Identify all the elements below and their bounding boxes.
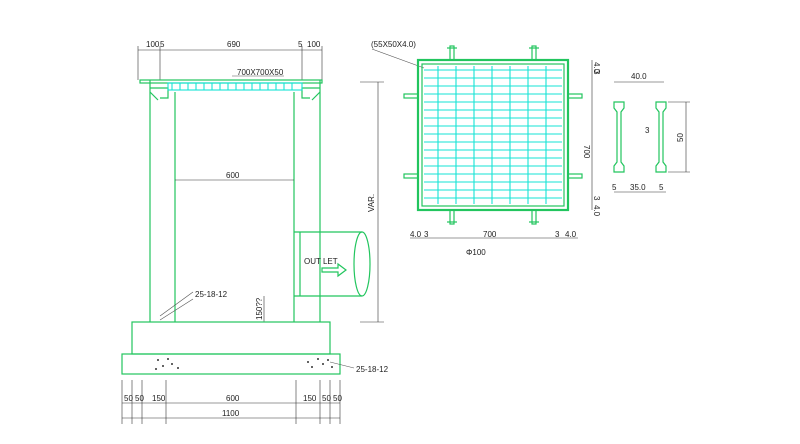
top-dim-1: 100	[146, 40, 160, 49]
bottom-dim-6: 50	[322, 394, 331, 403]
bottom-dim-2: 50	[135, 394, 144, 403]
grating-section-bars	[171, 83, 293, 90]
aggregate-dot	[307, 361, 309, 363]
bottom-dim-3: 150	[152, 394, 166, 403]
bar-bottom-dim-1: 5	[612, 183, 617, 192]
anchor-lug	[567, 173, 583, 179]
left-chamfer	[149, 91, 159, 101]
bar-profile-view: 40.0 50 3 5 35.0 5	[612, 72, 690, 193]
aggregate-dot	[311, 366, 313, 368]
bottom-dim-ticks	[121, 380, 341, 424]
flow-arrow-icon	[321, 262, 347, 278]
grating-size-label: 700X700X50	[237, 68, 284, 77]
aggregate-dot	[167, 358, 169, 360]
bar-top-width: 40.0	[631, 72, 647, 81]
anchor-lug	[403, 93, 419, 99]
right-chamfer	[311, 91, 321, 101]
bar-bottom-dim-3: 5	[659, 183, 664, 192]
bar-bottom-dim-2: 35.0	[630, 183, 646, 192]
plan-bottom-dim-1: 4.0	[410, 230, 422, 239]
bar-web-label: 3	[645, 126, 650, 135]
aggregate-dot	[331, 366, 333, 368]
outlet-pipe-end	[353, 231, 371, 297]
bar-section-left	[613, 101, 625, 173]
right-frame-angle	[301, 87, 320, 99]
aggregate-dot	[327, 359, 329, 361]
grating-mesh	[424, 66, 562, 204]
top-dim-5: 100	[307, 40, 321, 49]
anchor-lug	[403, 173, 419, 179]
frame-section-label: (55X50X4.0)	[371, 40, 416, 49]
aggregate-dot	[322, 363, 324, 365]
plan-side-dim-3: 700	[582, 145, 591, 159]
height-var-label: VAR.	[367, 194, 376, 212]
bottom-dim-7: 50	[333, 394, 342, 403]
plan-side-dim-2: 3	[592, 70, 601, 75]
bottom-dim-4: 600	[226, 394, 240, 403]
grating-frame-inner	[421, 63, 565, 207]
bottom-dim-5: 150	[303, 394, 317, 403]
anchor-lug	[531, 209, 537, 225]
plan-view: (55X50X4.0) 4.0 3 700 3 4.0 4.0 3 700 3 …	[371, 40, 601, 257]
aggregate-dot	[155, 368, 157, 370]
anchor-diameter-label: Φ100	[466, 248, 486, 257]
anchor-lug	[449, 209, 455, 225]
concrete-aggregate	[155, 358, 333, 370]
aggregate-dot	[162, 365, 164, 367]
bar-section-right	[655, 101, 667, 173]
rebar-label-wall: 25-18-12	[195, 290, 228, 299]
total-width-label: 1100	[222, 409, 240, 418]
grating-section	[167, 82, 303, 91]
plan-side-dim-4: 3	[592, 196, 601, 201]
anchor-lug	[531, 45, 537, 61]
leader-line	[371, 48, 425, 69]
base-footing	[131, 321, 331, 355]
aggregate-dot	[177, 367, 179, 369]
aggregate-dot	[157, 359, 159, 361]
anchor-lug	[449, 45, 455, 61]
outlet-label: OUT LET	[304, 257, 338, 266]
inner-width-label: 600	[226, 171, 240, 180]
plan-bottom-dim-3: 700	[483, 230, 497, 239]
plan-side-dim-1: 4.0	[592, 62, 601, 74]
bar-height-label: 50	[676, 133, 685, 142]
grating-frame	[416, 58, 570, 212]
anchor-lugs	[403, 45, 583, 225]
aggregate-dot	[317, 358, 319, 360]
leader-line	[329, 361, 355, 369]
top-dim-4: 5	[298, 40, 303, 49]
top-dim-3: 690	[227, 40, 241, 49]
aggregate-dot	[171, 363, 173, 365]
bottom-dim-1: 50	[124, 394, 133, 403]
left-frame-angle	[150, 87, 169, 99]
plan-bottom-dim-5: 4.0	[565, 230, 577, 239]
plan-side-dim-5: 4.0	[592, 205, 601, 217]
anchor-lug	[567, 93, 583, 99]
rebar-label-base: 25-18-12	[356, 365, 389, 374]
top-dim-2: 5	[160, 40, 165, 49]
leader-line	[159, 291, 194, 317]
section-view: 100 5 690 5 100 700X700X50 600 VAR.	[121, 40, 389, 424]
leader-line	[159, 298, 194, 321]
blinding-slab	[121, 353, 341, 375]
plan-bottom-dim-4: 3	[555, 230, 560, 239]
pipe-dim-label: 150??	[255, 297, 264, 320]
plan-bottom-dim-2: 3	[424, 230, 429, 239]
